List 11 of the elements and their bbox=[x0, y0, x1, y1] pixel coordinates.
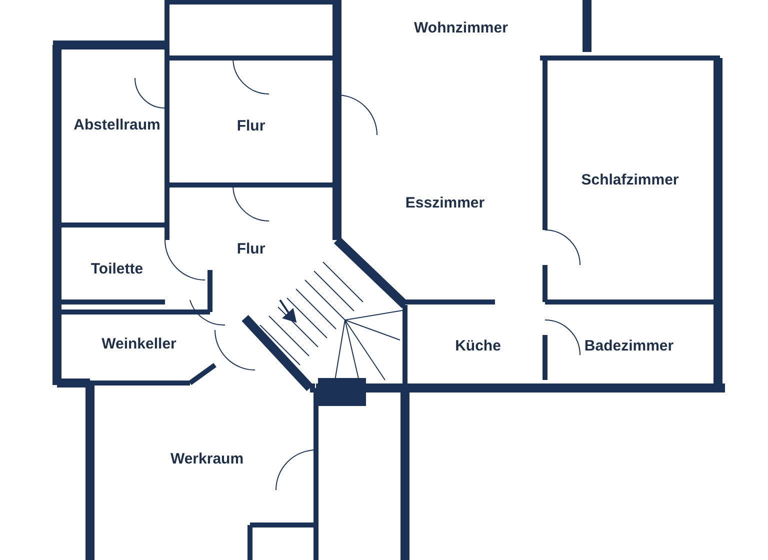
room-label: Weinkeller bbox=[102, 336, 176, 352]
room-label: Schlafzimmer bbox=[581, 172, 679, 188]
room-label: Flur bbox=[236, 240, 266, 258]
room-label: Esszimmer bbox=[405, 194, 485, 212]
room-label: Werkraum bbox=[170, 450, 244, 468]
room-label: Wohnzimmer bbox=[414, 20, 508, 36]
room-label: Abstellraum bbox=[74, 116, 160, 134]
room-label: Küche bbox=[455, 338, 501, 354]
room-label: Flur bbox=[236, 118, 266, 134]
room-label: Badezimmer bbox=[584, 338, 674, 354]
room-label: Toilette bbox=[90, 260, 144, 278]
